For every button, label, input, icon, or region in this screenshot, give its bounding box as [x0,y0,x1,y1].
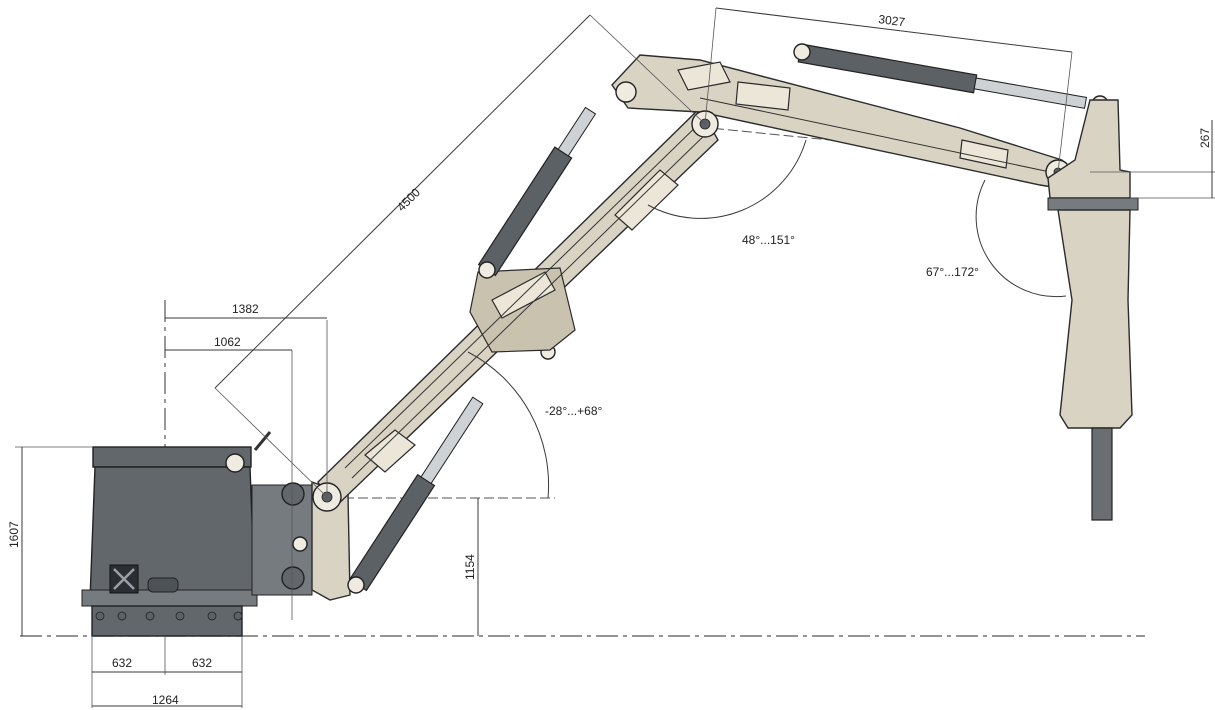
dim-1382-label: 1382 [232,302,259,316]
base-lift-eye [225,453,245,473]
hammer-body [1057,209,1133,429]
dim-632-left-label: 632 [112,656,132,670]
dim-3027-ext-1 [704,7,717,125]
hammer-flange [1047,197,1139,211]
slew-pin [292,536,308,552]
dim-1264-label: 1264 [152,693,179,707]
bolt-3 [145,611,155,621]
bolt-1 [95,611,105,621]
base-unit [81,431,313,637]
boom-cylinder-rod [420,396,484,485]
boom-cylinder-barrel [348,473,436,592]
tilt-cylinder-barrel [797,43,978,94]
dim-3027-label: 3027 [878,12,907,29]
angle-hammer-label: 67°...172° [926,265,979,279]
dim-4500-ext-2 [589,14,706,125]
angle-boom-label: -28°...+68° [545,404,603,418]
dim-3027-line [715,7,1073,53]
dim-4500-label: 4500 [394,185,423,214]
boom-hose-1 [344,117,706,469]
base-port [147,577,179,593]
slew-cylinder-bottom [281,566,305,590]
logo-mark [113,568,135,590]
bolt-5 [207,611,217,621]
dim-3027-ext-2 [1057,51,1073,173]
hammer-assembly [1047,99,1139,521]
stick-arm [611,54,1071,191]
stick-slot-2 [735,81,791,111]
bolt-4 [175,611,185,621]
slew-cylinder-top [281,482,305,506]
boom-lift-cylinder [347,344,556,594]
stick-reference-line [699,126,881,146]
boom-cylinder-base-pin [347,576,365,594]
angle-arc-boom [467,351,550,499]
stick-slot-1 [677,61,731,91]
boom-hose-2 [351,127,713,479]
tilt-cylinder-rod [973,77,1088,109]
base-bottom [91,605,243,637]
dim-1607-label: 1607 [7,521,21,548]
angle-arc-hammer [975,179,1067,298]
stick-root-pin [615,81,637,103]
stick-cylinder [477,106,597,279]
bolt-2 [117,611,127,621]
angle-arc-stick [647,139,807,219]
dim-1154-label: 1154 [463,554,477,580]
stick-hose [699,97,1051,173]
dim-267-label: 267 [1198,128,1212,148]
dim-1062-label: 1062 [214,335,241,349]
boom-slot-lower [364,429,416,473]
dim-4500-ext-1 [214,387,328,498]
dim-632-right-label: 632 [192,656,212,670]
bolt-6 [233,611,243,621]
angle-stick-label: 48°...151° [742,233,795,247]
boom-slot-upper [614,169,679,231]
stick-cylinder-base-pin [478,261,496,279]
boom-arm [312,106,719,512]
base-lever [253,431,272,451]
boom-knuckle-plate [469,267,576,353]
stick-cylinder-rod [557,106,597,157]
hammer-chisel [1091,427,1113,521]
dim-4500-line [214,14,591,389]
tilt-cylinder-base-pin [793,43,811,61]
